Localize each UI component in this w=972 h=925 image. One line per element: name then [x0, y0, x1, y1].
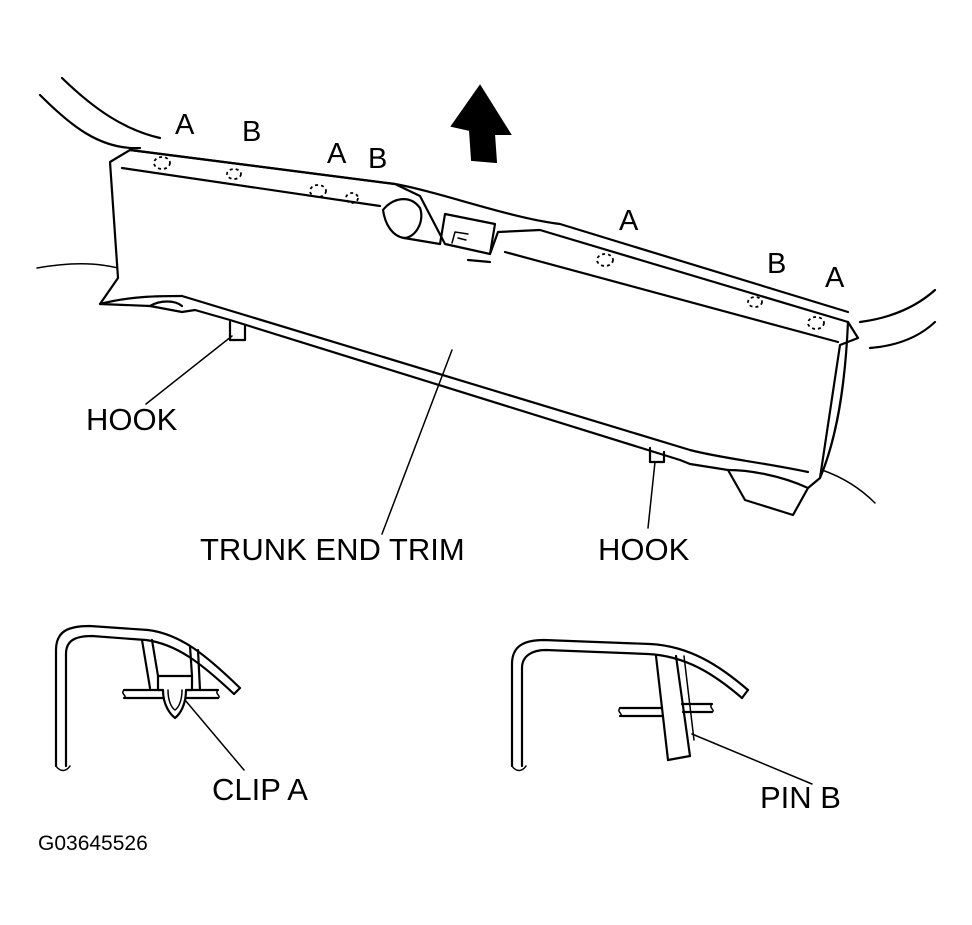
fastener-letter-a: A — [175, 109, 195, 141]
pin-b-leader — [691, 733, 813, 785]
figure-code: G03645526 — [38, 832, 148, 855]
fastener-hole — [807, 316, 825, 330]
fastener-letter-a: A — [825, 262, 845, 294]
fastener-hole — [747, 296, 763, 308]
fastener-hole — [309, 184, 327, 198]
fastener-letter-a: A — [619, 205, 639, 237]
trunk-end-trim-label: TRUNK END TRIM — [200, 532, 465, 567]
fastener-letter-a: A — [327, 138, 347, 170]
fastener-hole — [345, 192, 359, 204]
vehicle-body-contour — [36, 76, 937, 504]
trunk-end-trim-panel — [98, 148, 860, 517]
fastener-letter-b: B — [242, 116, 261, 148]
fastener-hole — [596, 253, 614, 267]
pin-b-detail — [510, 638, 750, 772]
fastener-letter-b: B — [368, 143, 387, 175]
hook-right-shape — [648, 446, 666, 464]
fastener-hole — [226, 168, 242, 180]
leader-lines — [145, 335, 656, 535]
hook-right-label: HOOK — [598, 532, 690, 567]
pin-b-label: PIN B — [760, 780, 841, 815]
clip-a-leader — [184, 699, 245, 771]
fastener-hole — [153, 156, 171, 170]
fastener-holes — [153, 156, 825, 330]
clip-a-detail — [54, 624, 242, 772]
up-arrow-icon — [450, 84, 512, 164]
hook-left-label: HOOK — [86, 402, 178, 437]
fastener-letter-b: B — [767, 248, 786, 280]
clip-a-label: CLIP A — [212, 772, 308, 807]
hook-left-shape — [228, 320, 247, 342]
